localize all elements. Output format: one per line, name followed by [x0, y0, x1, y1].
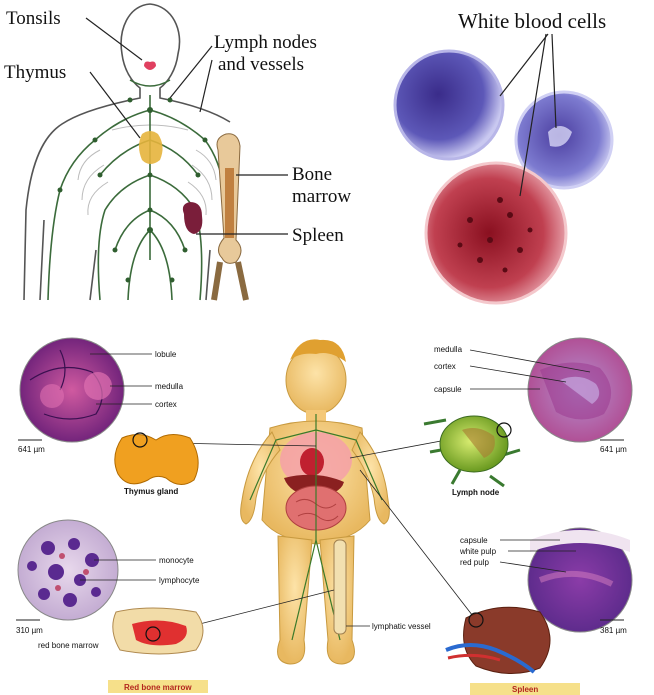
lymph-node-micrograph: [528, 338, 632, 442]
spleen-micrograph: [528, 528, 632, 632]
spleen-label-capsule: capsule: [460, 536, 488, 545]
wbc-red: [426, 163, 566, 303]
bone-marrow-illustration: [113, 608, 203, 654]
marrow-caption: Red bone marrow: [124, 683, 192, 692]
heart: [300, 448, 324, 476]
lymph-label-cortex: cortex: [434, 362, 456, 371]
lymph-label-medulla: medulla: [434, 345, 463, 354]
marrow-label-monocyte: monocyte: [159, 556, 194, 565]
bottom-panel: 641 µm lobule medulla cortex Thymus glan…: [16, 338, 632, 695]
thymus-label-lobule: lobule: [155, 350, 177, 359]
marrow-label-lymphocyte: lymphocyte: [159, 576, 200, 585]
spleen-illustration: [446, 607, 550, 673]
top-right-panel: White blood cells: [395, 9, 612, 303]
lymph-scale: 641 µm: [600, 445, 627, 454]
label-white-blood-cells: White blood cells: [458, 9, 606, 33]
lymph-node-illustration: [424, 416, 520, 486]
label-bone-marrow-line1: Bone: [292, 164, 332, 185]
label-thymus: Thymus: [4, 62, 66, 83]
spleen-label-red-pulp: red pulp: [460, 558, 489, 567]
label-bone-marrow-line2: marrow: [292, 186, 351, 207]
spleen-scale: 381 µm: [600, 626, 627, 635]
lymphatic-vessel-label: lymphatic vessel: [372, 622, 431, 631]
thymus-gland-illustration: [115, 434, 198, 484]
thymus-label-cortex: cortex: [155, 400, 177, 409]
label-tonsils: Tonsils: [6, 8, 61, 29]
wbc-blue-large: [395, 51, 503, 159]
lymph-label-capsule: capsule: [434, 385, 462, 394]
femur-bone: [334, 540, 346, 634]
thymus-label-medulla: medulla: [155, 382, 184, 391]
label-lymph-nodes-line1: Lymph nodes: [214, 32, 317, 53]
thymus-caption: Thymus gland: [124, 487, 178, 496]
marrow-scale: 310 µm: [16, 626, 43, 635]
spleen-label-white-pulp: white pulp: [459, 547, 497, 556]
marrow-label: red bone marrow: [38, 641, 99, 650]
label-spleen: Spleen: [292, 225, 344, 246]
spleen-caption: Spleen: [512, 685, 538, 694]
top-left-panel: Tonsils Thymus Lymph nodes and vessels B…: [0, 0, 351, 308]
thymus-scale: 641 µm: [18, 445, 45, 454]
thymus-shape: [139, 131, 163, 164]
label-lymph-nodes-line2: and vessels: [218, 54, 304, 75]
marrow-micrograph: [18, 520, 118, 620]
lymph-caption: Lymph node: [452, 488, 500, 497]
child-figure: [241, 339, 390, 664]
